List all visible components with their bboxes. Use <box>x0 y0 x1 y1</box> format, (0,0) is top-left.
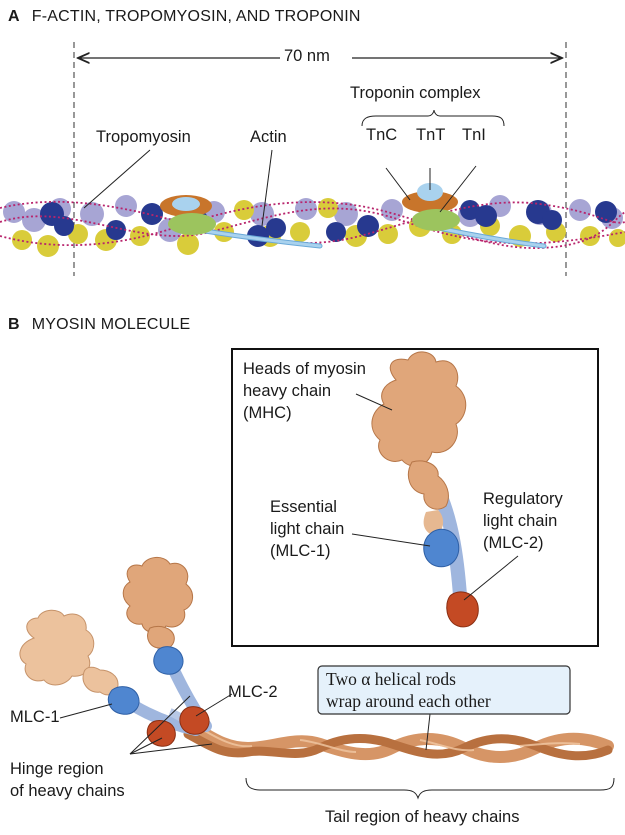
troponin-complex-label: Troponin complex <box>350 84 481 102</box>
myosin-head-right <box>122 557 210 735</box>
hinge-region-label: Hinge region of heavy chains <box>10 758 125 802</box>
mlc1-label: MLC-1 <box>10 708 60 726</box>
troponin-complex-left <box>160 195 323 249</box>
tnc-label: TnC <box>366 126 398 144</box>
panel-a-title-text: F-ACTIN, TROPOMYOSIN, AND TROPONIN <box>31 8 361 25</box>
callout-line1: Two α helical rods <box>326 669 456 689</box>
callout-text: Two α helical rods wrap around each othe… <box>326 668 491 712</box>
tail-region-label: Tail region of heavy chains <box>325 808 520 826</box>
actin-label: Actin <box>250 128 287 146</box>
tni-label: TnI <box>462 126 486 144</box>
myosin-head-left <box>19 609 176 747</box>
regulatory-label-line1: Regulatory <box>483 490 563 508</box>
callout-line2: wrap around each other <box>326 691 491 711</box>
inset-leader-lines <box>351 393 519 601</box>
tropomyosin-strands <box>0 200 625 249</box>
regulatory-light-chain-label: Regulatory light chain (MLC-2) <box>483 488 563 554</box>
tnt-label: TnT <box>416 126 446 144</box>
panel-b-letter: B <box>8 316 20 333</box>
callout-box <box>317 665 571 715</box>
myosin-tail <box>182 718 614 763</box>
measure-label: 70 nm <box>284 47 330 65</box>
regulatory-label-line3: (MLC-2) <box>483 534 544 552</box>
panel-b-title: B MYOSIN MOLECULE <box>8 316 190 334</box>
tropomyosin-label: Tropomyosin <box>96 128 191 146</box>
heads-label-line2: heavy chain <box>243 382 332 400</box>
panel-a-letter: A <box>8 8 20 25</box>
inset-box <box>231 348 599 647</box>
essential-label-line1: Essential <box>270 498 337 516</box>
essential-label-line3: (MLC-1) <box>270 542 331 560</box>
essential-label-line2: light chain <box>270 520 345 538</box>
inset-myosin-head <box>371 351 479 628</box>
mlc2-label: MLC-2 <box>228 683 278 701</box>
panel-a-leader-lines <box>83 109 505 227</box>
panel-a-title: A F-ACTIN, TROPOMYOSIN, AND TROPONIN <box>8 8 361 26</box>
essential-light-chain-label: Essential light chain (MLC-1) <box>270 496 344 562</box>
hinge-label-line2: of heavy chains <box>10 782 125 800</box>
heads-label: Heads of myosin heavy chain (MHC) <box>243 358 366 424</box>
panel-b-title-text: MYOSIN MOLECULE <box>31 316 191 333</box>
panel-b-leader-lines <box>59 693 615 800</box>
regulatory-label-line2: light chain <box>483 512 558 530</box>
hinge-label-line1: Hinge region <box>10 760 104 778</box>
heads-label-line1: Heads of myosin <box>243 360 366 378</box>
heads-label-line3: (MHC) <box>243 404 292 422</box>
